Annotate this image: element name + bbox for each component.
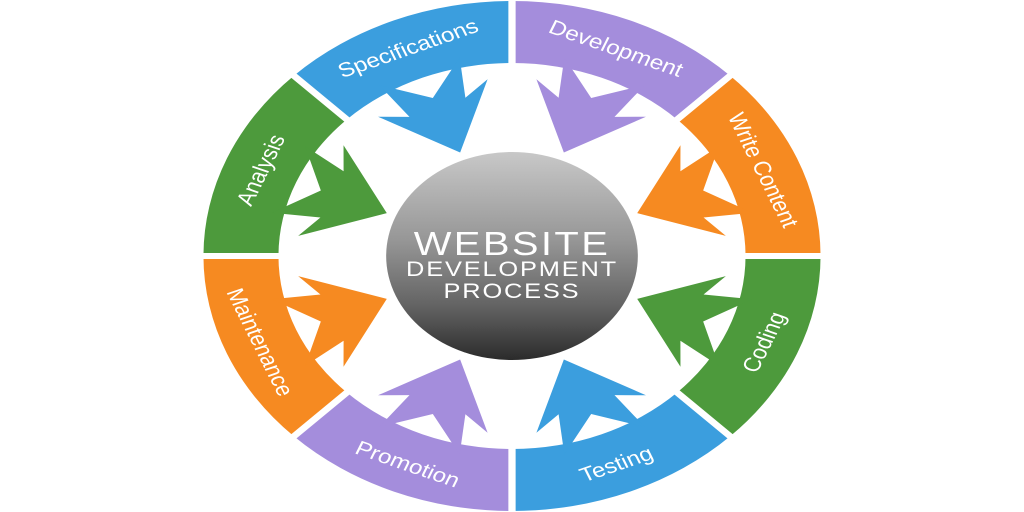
segment-arc-promotion <box>293 392 512 511</box>
hub-text-process: PROCESS <box>444 279 581 302</box>
segment-divider <box>286 69 355 126</box>
segment-arc-development <box>512 1 731 120</box>
segment-arc-analysis <box>203 75 347 256</box>
segment-divider <box>669 69 738 126</box>
segment-arc-write-content <box>677 75 821 256</box>
hub-text-website: WEBSITE <box>414 225 611 262</box>
segment-divider <box>286 386 355 443</box>
segment-dividers <box>196 0 828 512</box>
segment-arc-maintenance <box>203 256 347 437</box>
inward-arrow-specifications <box>378 57 488 153</box>
inward-arrow-testing <box>536 359 646 455</box>
inward-arrow-development <box>536 57 646 153</box>
hub-circle <box>386 152 638 360</box>
segment-arc-coding <box>677 256 821 437</box>
segment-arc-testing <box>512 392 731 511</box>
inward-arrow-write-content <box>637 145 753 236</box>
inward-arrow-coding <box>637 276 753 367</box>
segment-divider <box>669 386 738 443</box>
hub-text-development: DEVELOPMENT <box>406 257 618 280</box>
inward-arrow-maintenance <box>271 276 387 367</box>
segment-arc-specifications <box>293 1 512 120</box>
inward-arrow-analysis <box>271 145 387 236</box>
inward-arrow-promotion <box>378 359 488 455</box>
